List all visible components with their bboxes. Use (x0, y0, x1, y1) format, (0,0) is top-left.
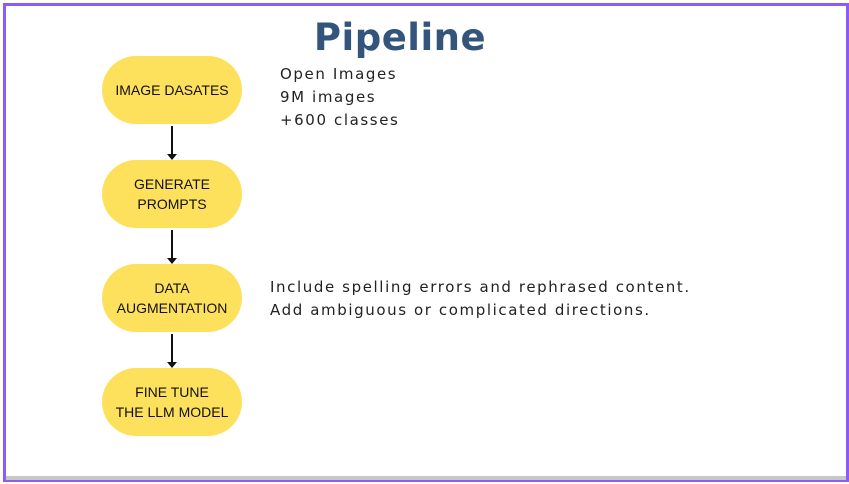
slide-shadow (6, 476, 846, 480)
step-generate-prompts: GENERATE PROMPTS (102, 160, 242, 228)
diagram-title: Pipeline (313, 16, 487, 59)
arrow-2 (167, 230, 177, 264)
note-line: +600 classes (280, 111, 400, 129)
step-label: DATA AUGMENTATION (116, 280, 228, 316)
dataset-notes: Open Images 9M images +600 classes (280, 63, 399, 132)
augmentation-notes: Include spelling errors and rephrased co… (270, 276, 691, 322)
arrow-1 (167, 126, 177, 160)
note-line: Add ambiguous or complicated directions. (270, 301, 651, 319)
step-label: FINE TUNE THE LLM MODEL (115, 384, 229, 420)
step-image-datasets: IMAGE DASATES (102, 56, 242, 124)
step-label: IMAGE DASATES (115, 82, 229, 98)
step-label: GENERATE PROMPTS (134, 176, 210, 212)
note-line: Open Images (280, 65, 398, 83)
step-fine-tune: FINE TUNE THE LLM MODEL (102, 368, 242, 436)
note-line: 9M images (280, 88, 377, 106)
note-line: Include spelling errors and rephrased co… (270, 278, 691, 296)
step-data-augmentation: DATA AUGMENTATION (102, 264, 242, 332)
arrow-3 (167, 334, 177, 368)
